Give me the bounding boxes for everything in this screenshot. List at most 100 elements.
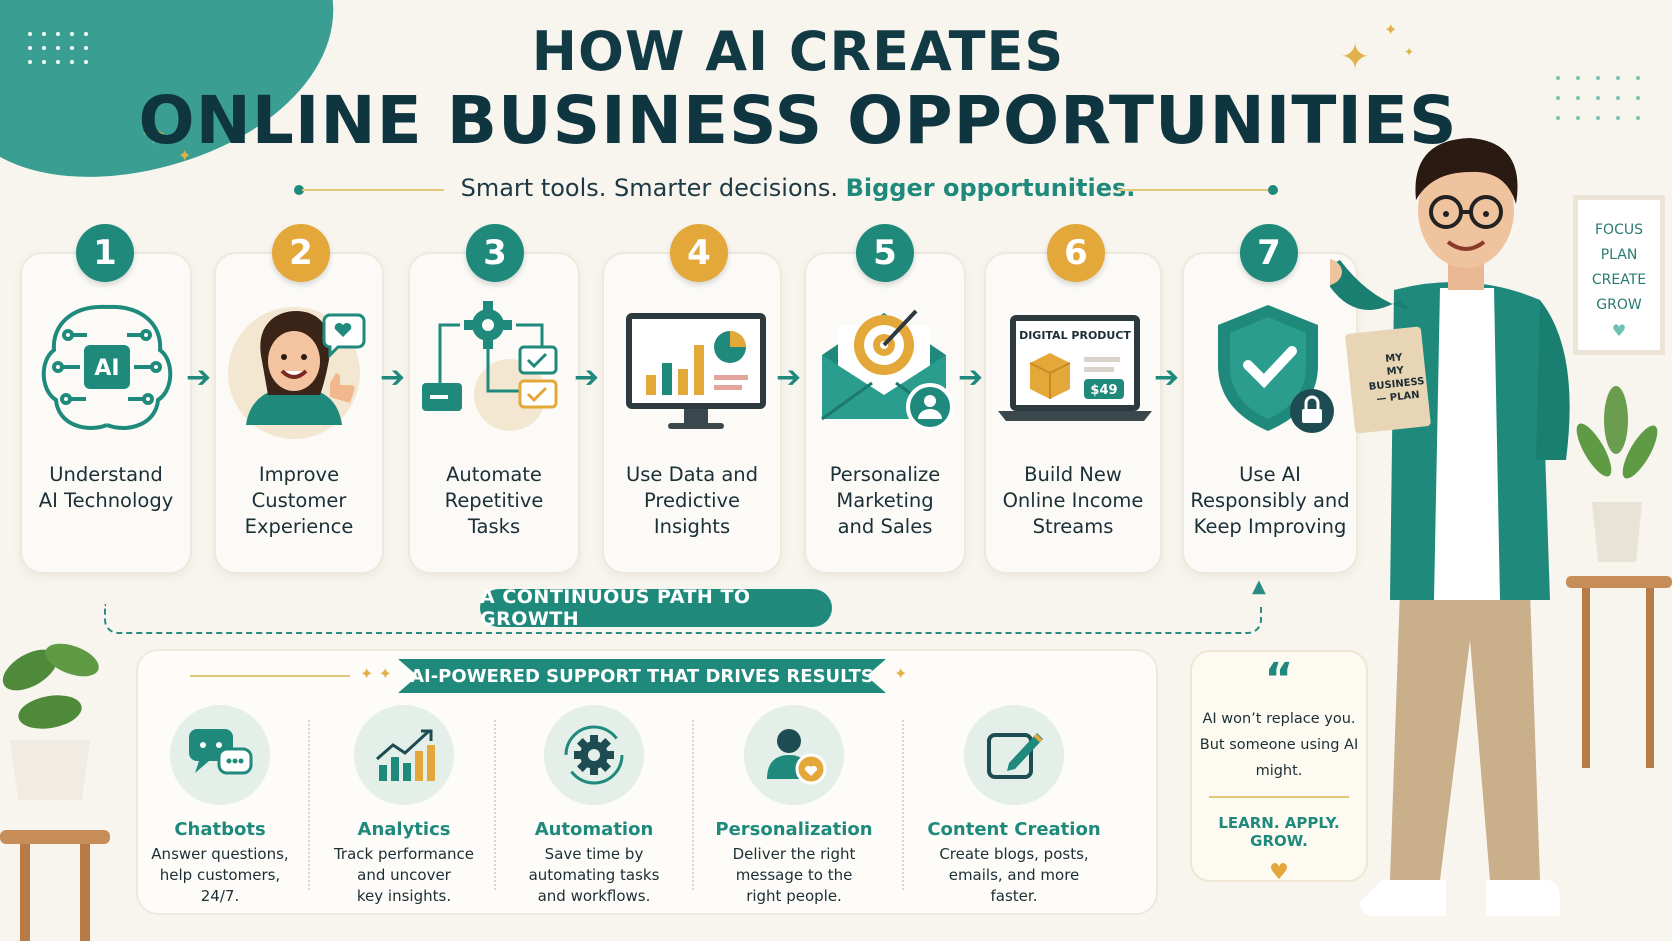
user-heart-icon [744, 705, 844, 805]
quote-line: But someone using AI [1199, 737, 1359, 753]
subtitle-highlight: Bigger opportunities. [845, 174, 1136, 202]
feature-desc-line: Save time by [544, 845, 644, 863]
step-label-line: Online Income [1002, 489, 1144, 512]
sparkle-icon: ✦ [1340, 37, 1371, 78]
feature-content-creation: Content Creation Create blogs, posts,ema… [914, 705, 1114, 907]
quote-line: AI won’t replace you. [1202, 711, 1356, 727]
feature-title: Content Creation [927, 819, 1101, 840]
poster-line: PLAN [1600, 247, 1638, 263]
automation-workflow-icon [420, 295, 570, 440]
poster-line: FOCUS [1595, 222, 1643, 238]
arrow-right-icon: ➔ [1154, 360, 1180, 395]
security-shield-icon [1198, 295, 1348, 440]
subtitle-right-line [1118, 189, 1270, 191]
arrow-right-icon: ➔ [574, 360, 600, 395]
feature-desc-line: right people. [746, 887, 842, 905]
sparkle-icon: ✦ [1404, 45, 1415, 59]
support-heading-ribbon: AI-POWERED SUPPORT THAT DRIVES RESULTS [398, 659, 886, 693]
step-number-7: 7 [1240, 224, 1298, 282]
feature-description: Answer questions,help customers,24/7. [120, 844, 320, 907]
step-number-2: 2 [272, 224, 330, 282]
feature-desc-line: key insights. [356, 887, 452, 905]
potted-plant-left [0, 620, 130, 941]
step-label-line: Use Data and [625, 463, 759, 486]
step-label-line: Predictive [643, 489, 741, 512]
quote-text: AI won’t replace you. But someone using … [1192, 706, 1366, 784]
sparkle-icon: ✦ ✦ [360, 664, 392, 683]
growth-path-line [104, 604, 1262, 634]
growth-chart-icon [354, 705, 454, 805]
arrow-right-icon: ➔ [380, 360, 406, 395]
feature-desc-line: automating tasks [528, 866, 660, 884]
step-label-line: AI Technology [38, 489, 174, 512]
ribbon-left-line [190, 675, 350, 677]
quote-card: “ AI won’t replace you. But someone usin… [1190, 650, 1368, 885]
feature-title: Personalization [715, 819, 873, 840]
step-number-6: 6 [1047, 224, 1105, 282]
sparkle-icon: ✦ [894, 664, 908, 683]
dots-pattern-right [1556, 76, 1640, 120]
step-label-line: Repetitive [444, 489, 544, 512]
presenter-character-illustration: MY MY BUSINESS — PLAN [1306, 120, 1620, 940]
step-label-line: Personalize [829, 463, 941, 486]
quote-line: might. [1255, 763, 1303, 779]
title-line-2: ONLINE BUSINESS OPPORTUNITIES [138, 82, 1458, 159]
feature-desc-line: 24/7. [200, 887, 240, 905]
feature-desc-line: and uncover [357, 866, 451, 884]
gear-cycle-icon [544, 705, 644, 805]
quote-divider [1209, 796, 1349, 798]
arrow-right-icon: ➔ [186, 360, 212, 395]
feature-desc-line: Create blogs, posts, [939, 845, 1089, 863]
poster-line: GROW [1596, 297, 1642, 313]
step-number-5: 5 [856, 224, 914, 282]
step-number-4: 4 [670, 224, 728, 282]
digital-product-laptop-icon: DIGITAL PRODUCT $49 [994, 295, 1156, 440]
ai-chip-text: AI [94, 356, 119, 381]
analytics-monitor-icon [616, 295, 776, 440]
step-label-line: Automate [446, 463, 542, 486]
heart-icon: ♥ [1611, 321, 1627, 340]
subtitle-right-dot [1268, 185, 1278, 195]
dots-pattern-left [28, 32, 88, 64]
feature-desc-line: message to the [735, 866, 853, 884]
feature-divider [902, 720, 904, 890]
ai-brain-icon: AI [32, 295, 182, 440]
step-label-line: Keep Improving [1193, 515, 1347, 538]
step-number-3: 3 [466, 224, 524, 282]
feature-divider [308, 720, 310, 890]
feature-desc-line: Answer questions, [151, 845, 289, 863]
potted-plant-right [1566, 380, 1672, 780]
sparkle-icon: ✦ [534, 49, 546, 65]
feature-description: Save time by automating tasks and workflow… [494, 844, 694, 907]
feature-desc-line: and workflows. [537, 887, 651, 905]
feature-divider [692, 720, 694, 890]
subtitle-left-line [302, 189, 444, 191]
growth-path-badge: A CONTINUOUS PATH TO GROWTH [480, 586, 832, 630]
step-label-line: Customer [251, 489, 347, 512]
step-label-line: Experience [244, 515, 354, 538]
step-label-line: Streams [1032, 515, 1114, 538]
edit-pencil-icon [964, 705, 1064, 805]
feature-chatbots: Chatbots Answer questions,help customers… [120, 705, 320, 907]
step-card-4 [602, 252, 782, 574]
feature-desc-line: faster. [990, 887, 1038, 905]
email-target-icon [812, 295, 962, 440]
sparkle-icon: ✦ [140, 115, 167, 153]
step-label-line: Insights [653, 515, 731, 538]
subtitle-left-dot [294, 185, 304, 195]
arrow-up-icon: ▲ [1252, 576, 1266, 597]
step-label-line: Responsibly and [1190, 489, 1350, 512]
feature-divider [494, 720, 496, 890]
subtitle: Smart tools. Smarter decisions. Bigger o… [0, 174, 1596, 202]
step-label-line: Tasks [467, 515, 521, 538]
